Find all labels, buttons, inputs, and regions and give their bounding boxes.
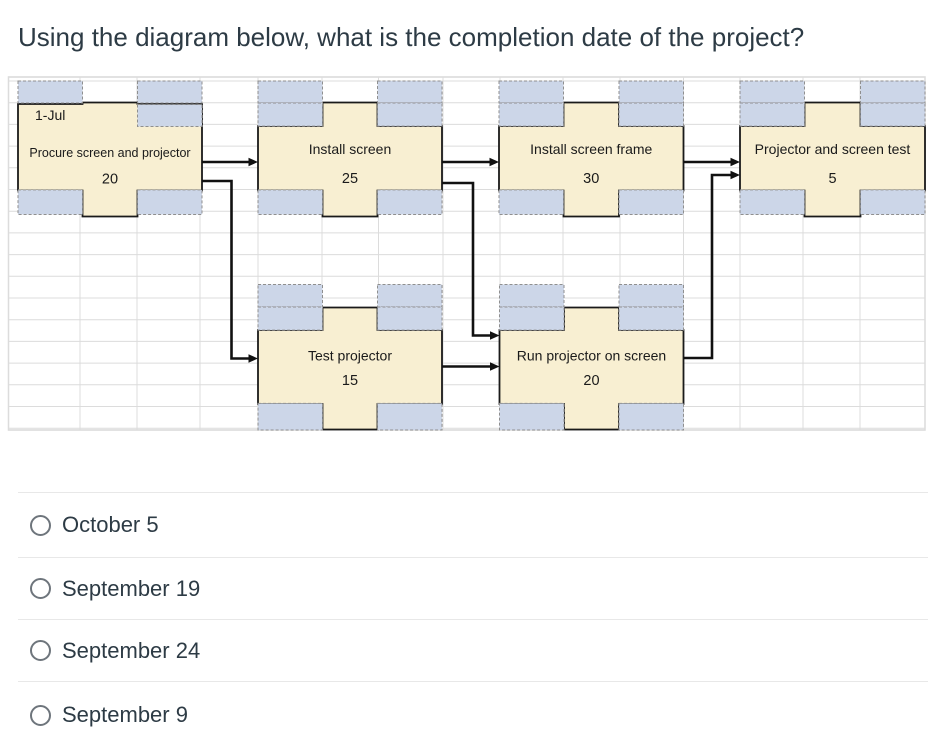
- dependency-arrow-procure-to-install-screen: [202, 157, 258, 167]
- node-start-date-label: 1-Jul: [35, 107, 65, 123]
- corner-tab: [739, 102, 805, 127]
- radio-button-option-0[interactable]: [30, 514, 51, 536]
- corner-tab: [17, 80, 83, 104]
- dependency-arrow-procure-to-test-projector: [202, 179, 258, 363]
- corner-tab: [137, 104, 203, 127]
- node-name-label: Install screen: [309, 141, 391, 157]
- corner-tab: [498, 102, 564, 127]
- dependency-arrow-install-screen-to-run-projector: [442, 181, 500, 340]
- corner-tab: [618, 189, 684, 215]
- dependency-arrow-run-projector-to-projector-test: [683, 170, 740, 360]
- option-label[interactable]: September 19: [62, 575, 201, 601]
- corner-tab: [499, 306, 565, 331]
- node-test-projector: Test projector 15: [257, 284, 443, 431]
- radio-button-option-2[interactable]: [30, 640, 51, 661]
- corner-tab: [618, 402, 684, 431]
- corner-tab: [257, 189, 323, 215]
- corner-tab: [618, 306, 684, 331]
- corner-tab: [17, 189, 83, 215]
- corner-tab: [739, 189, 805, 215]
- corner-tab: [377, 189, 443, 215]
- corner-tab: [739, 80, 805, 104]
- corner-tab: [257, 284, 323, 308]
- corner-tab: [860, 189, 926, 215]
- corner-tab: [257, 102, 323, 127]
- corner-tab: [377, 102, 443, 127]
- node-duration-label: 30: [583, 171, 599, 187]
- corner-tab: [618, 102, 684, 127]
- corner-tab: [257, 80, 323, 104]
- corner-tab: [137, 189, 203, 215]
- answer-options: October 5 September 19 September 24 Septemb…: [18, 492, 928, 748]
- corner-tab: [377, 306, 443, 331]
- node-name-label: Install screen frame: [530, 141, 652, 157]
- corner-tab: [257, 306, 323, 331]
- dependency-arrow-install-screen-to-install-frame: [442, 157, 499, 167]
- node-name-label: Projector and screen test: [755, 141, 911, 157]
- node-install-screen: Install screen 25: [257, 80, 443, 218]
- option-label[interactable]: October 5: [62, 512, 159, 537]
- node-name-label: Run projector on screen: [517, 348, 666, 364]
- node-duration-label: 25: [342, 171, 358, 187]
- node-duration-label: 5: [828, 171, 836, 187]
- corner-tab: [377, 80, 443, 104]
- corner-tab: [498, 80, 564, 104]
- dependency-arrow-install-frame-to-projector-test: [683, 157, 740, 167]
- corner-tab: [860, 80, 926, 104]
- option-row-3: September 9: [18, 681, 928, 748]
- question-title: Using the diagram below, what is the com…: [18, 22, 805, 52]
- corner-tab: [137, 80, 203, 104]
- corner-tab: [377, 402, 443, 431]
- option-row-1: September 19: [18, 557, 928, 619]
- corner-tab: [618, 80, 684, 104]
- radio-button-option-3[interactable]: [30, 704, 51, 726]
- node-projector-test: Projector and screen test 5: [739, 80, 926, 218]
- option-label[interactable]: September 9: [62, 702, 188, 727]
- corner-tab: [618, 284, 684, 308]
- node-duration-label: 20: [102, 171, 118, 187]
- corner-tab: [499, 284, 565, 308]
- node-name-label: Test projector: [308, 348, 392, 364]
- corner-tab: [257, 402, 323, 431]
- node-install-frame: Install screen frame 30: [498, 80, 685, 218]
- option-row-0: October 5: [18, 492, 928, 557]
- node-duration-label: 20: [583, 373, 599, 389]
- option-row-2: September 24: [18, 619, 928, 681]
- node-duration-label: 15: [342, 373, 358, 389]
- corner-tab: [860, 102, 926, 127]
- radio-button-option-1[interactable]: [30, 578, 51, 599]
- corner-tab: [377, 284, 443, 308]
- corner-tab: [499, 402, 565, 431]
- node-name-label: Procure screen and projector: [29, 146, 190, 160]
- node-run-projector: Run projector on screen 20: [498, 284, 685, 431]
- option-label[interactable]: September 24: [62, 637, 201, 663]
- dependency-arrow-test-projector-to-run-projector: [442, 362, 500, 371]
- corner-tab: [498, 189, 564, 215]
